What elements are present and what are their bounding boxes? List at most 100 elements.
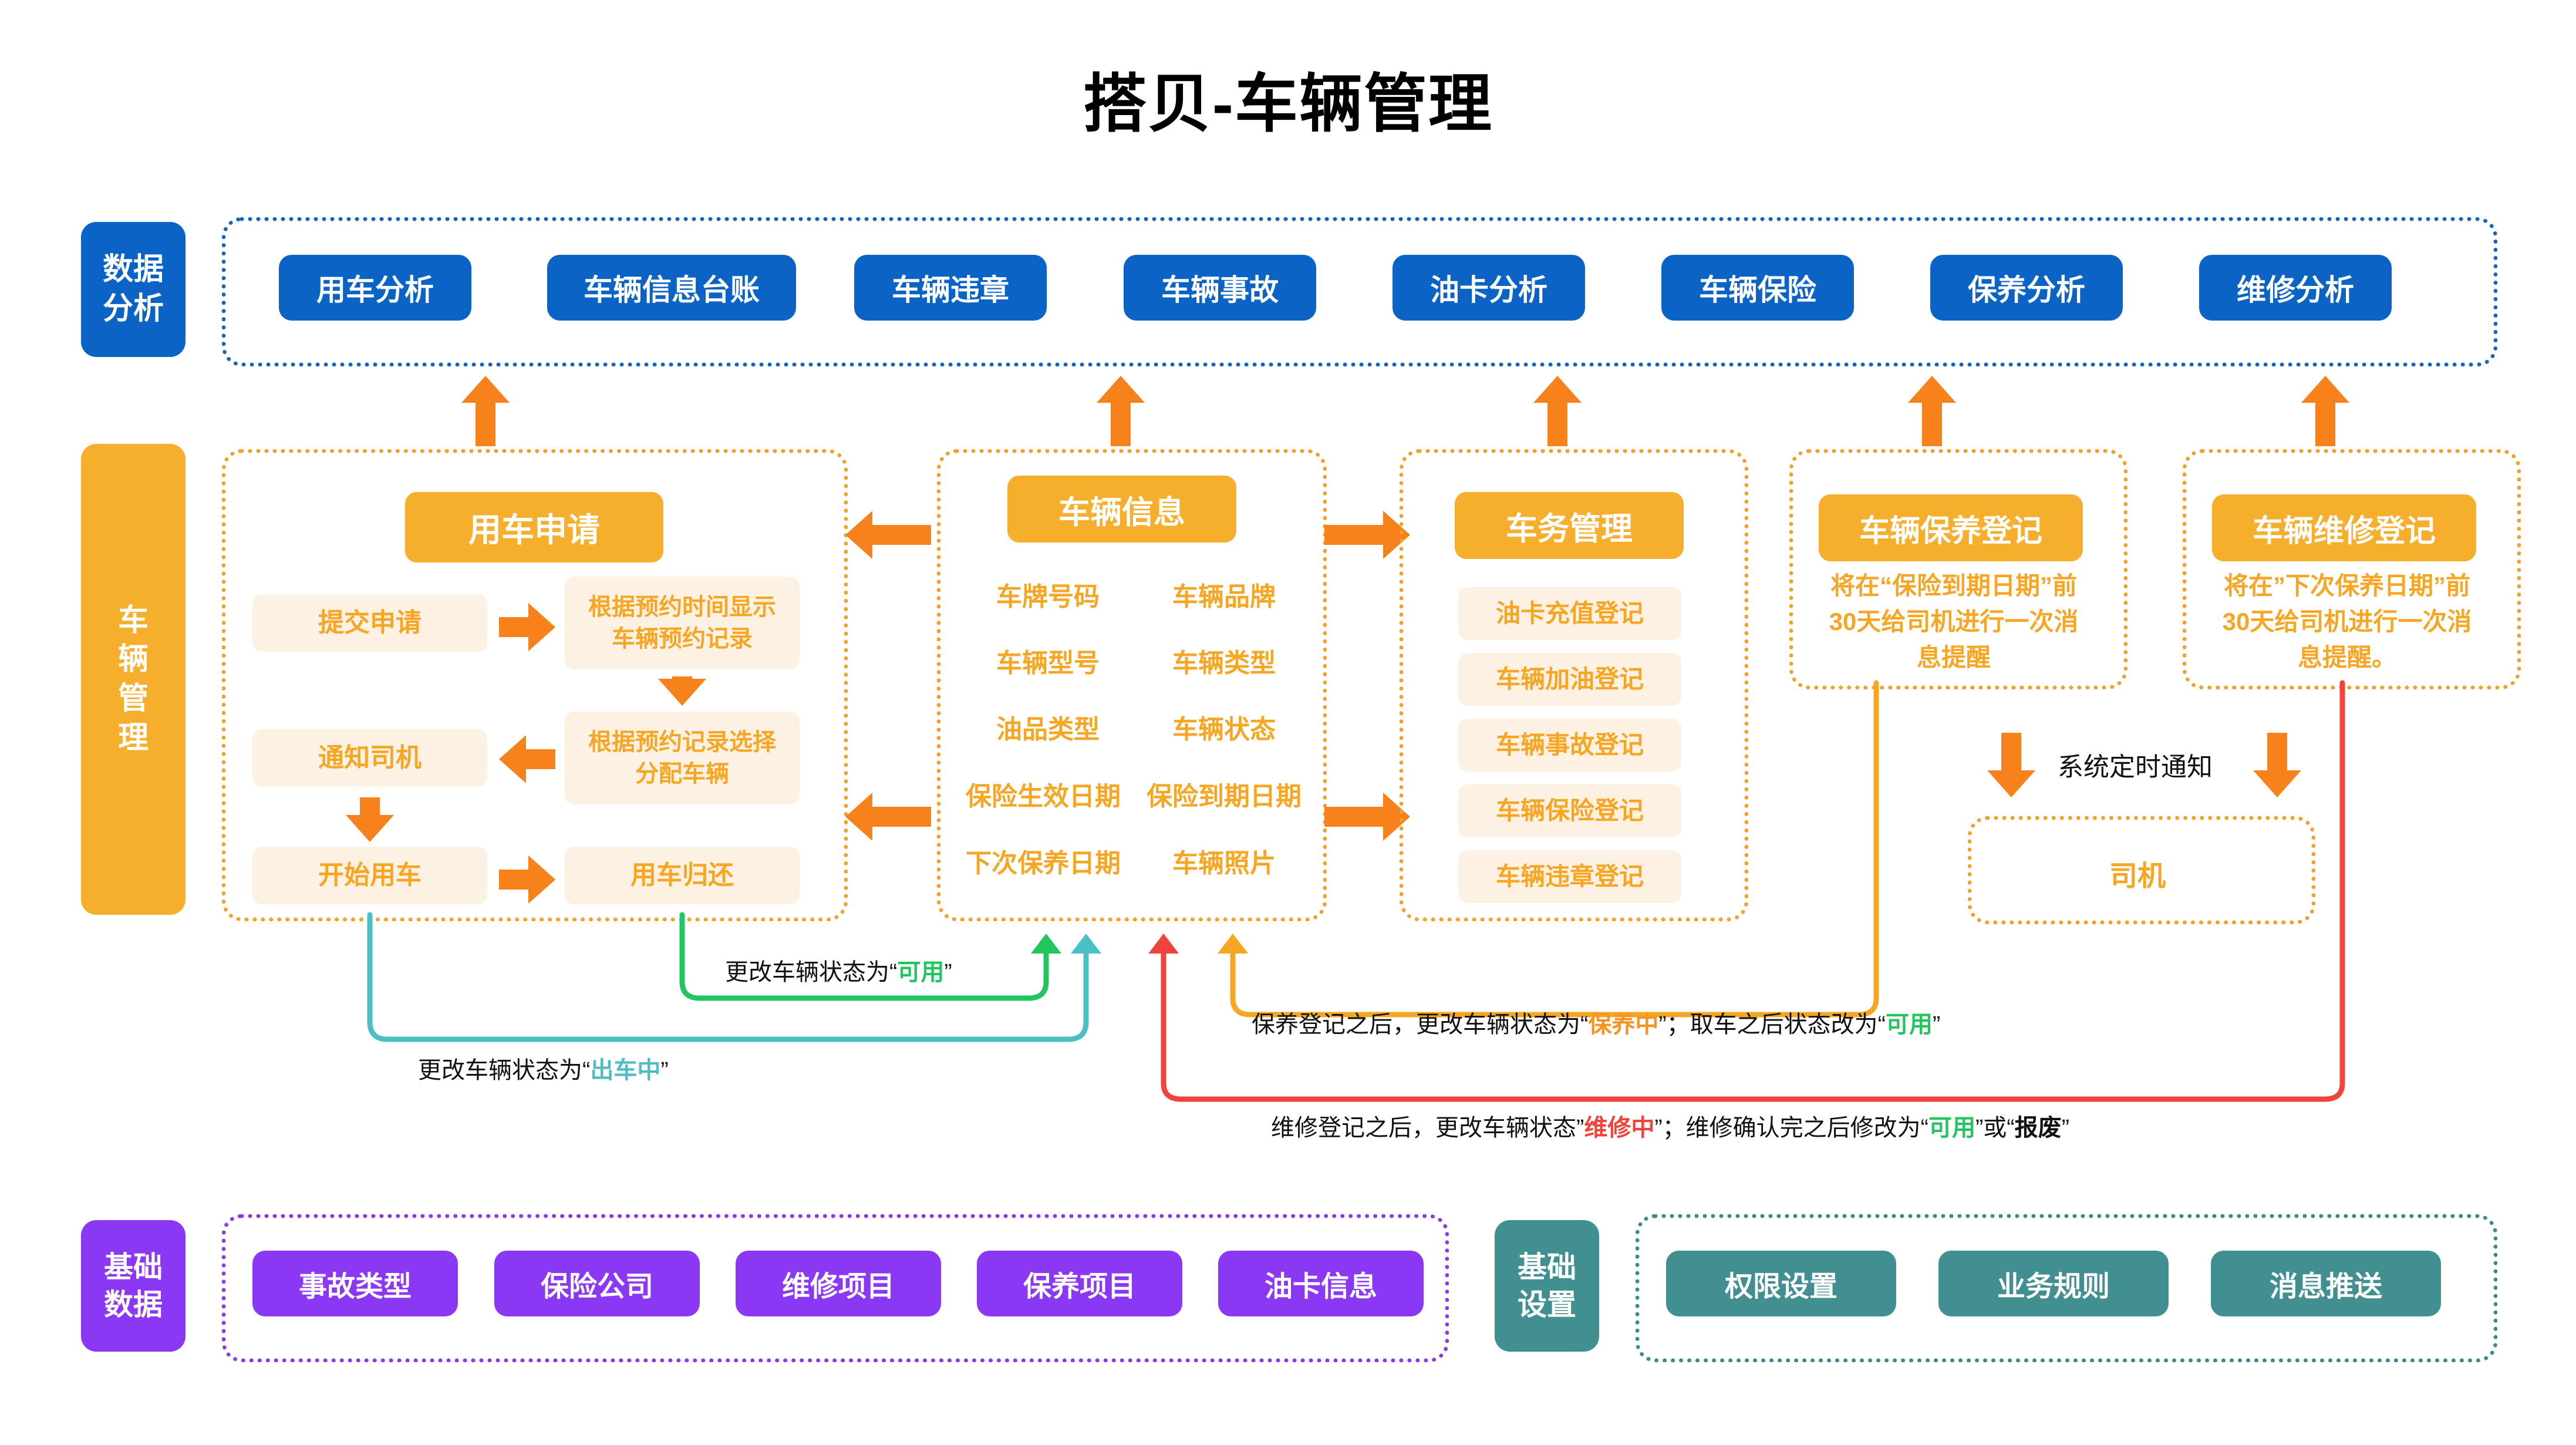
- analysis-item-5[interactable]: 车辆保险: [1661, 255, 1854, 321]
- base-data-item-2[interactable]: 维修项目: [736, 1251, 941, 1316]
- analysis-item-6[interactable]: 保养分析: [1930, 255, 2123, 321]
- affairs-item-refuel[interactable]: 车辆加油登记: [1458, 653, 1681, 706]
- base-data-label: 维修项目: [781, 1271, 895, 1302]
- annotation-value: 出车中: [590, 1057, 661, 1083]
- affairs-item-insurance[interactable]: 车辆保险登记: [1458, 784, 1681, 837]
- arrow-down-notify-right: [2253, 733, 2301, 797]
- item-label: 车辆保险登记: [1495, 796, 1644, 824]
- vehicle-field-ins-start: 保险生效日期: [952, 775, 1134, 813]
- affairs-item-accident[interactable]: 车辆事故登记: [1458, 719, 1681, 772]
- item-label: 车辆加油登记: [1495, 665, 1644, 693]
- base-data-item-1[interactable]: 保险公司: [494, 1251, 700, 1316]
- vehicle-field-brand: 车辆品牌: [1139, 575, 1309, 613]
- step-label: 用车归还: [630, 861, 734, 890]
- vehicle-field-fuel: 油品类型: [963, 708, 1133, 746]
- panel-repair-title: 车辆维修登记: [2212, 494, 2476, 561]
- base-setting-item-2[interactable]: 消息推送: [2211, 1251, 2441, 1316]
- base-data-item-3[interactable]: 保养项目: [977, 1251, 1182, 1316]
- base-setting-item-1[interactable]: 业务规则: [1938, 1251, 2169, 1316]
- apply-step-assign-vehicle[interactable]: 根据预约记录选择 分配车辆: [565, 712, 800, 804]
- annotation-p3: ”: [1932, 1012, 1941, 1038]
- vehicle-field-type: 车辆类型: [1139, 642, 1309, 679]
- base-data-label: 油卡信息: [1264, 1271, 1377, 1302]
- arrow-right-info-to-affairs-top: [1324, 511, 1410, 559]
- panel-title-text: 车辆信息: [1058, 494, 1185, 530]
- apply-step-submit[interactable]: 提交申请: [252, 594, 487, 652]
- affairs-item-fuelcard-topup[interactable]: 油卡充值登记: [1458, 587, 1681, 640]
- step-label: 开始用车: [318, 861, 422, 890]
- annotation-suffix: ”: [660, 1057, 669, 1083]
- field-label: 保险生效日期: [966, 782, 1121, 811]
- arrow-down-notify-to-start: [346, 797, 394, 842]
- annotation-p2: ”；维修确认完之后修改为“: [1654, 1115, 1928, 1141]
- note-text: 将在”下次保养日期”前30天给司机进行一次消息提醒。: [2222, 572, 2472, 671]
- group-chip-analysis: 数据 分析: [81, 222, 186, 357]
- field-label: 车辆状态: [1172, 715, 1276, 744]
- panel-affairs-title: 车务管理: [1455, 492, 1684, 559]
- note-text: 将在“保险到期日期”前30天给司机进行一次消息提醒: [1829, 572, 2079, 671]
- analysis-item-label: 用车分析: [316, 274, 434, 306]
- base-data-label: 事故类型: [298, 1271, 412, 1302]
- arrow-up-repair: [2301, 376, 2349, 446]
- annotation-p1: 维修登记之后，更改车辆状态”: [1271, 1115, 1584, 1141]
- field-label: 保险到期日期: [1147, 782, 1302, 811]
- annotation-value: 可用: [897, 959, 945, 985]
- vehicle-field-ins-end: 保险到期日期: [1133, 775, 1315, 813]
- field-label: 油品类型: [996, 715, 1100, 744]
- panel-vehicle-info-title: 车辆信息: [1007, 476, 1236, 543]
- group-chip-base-setting: 基础 设置: [1495, 1220, 1599, 1352]
- arrow-up-affairs: [1533, 376, 1582, 446]
- annotation-v1: 保养中: [1588, 1012, 1659, 1038]
- analysis-item-label: 车辆保险: [1699, 274, 1816, 306]
- base-data-label: 保养项目: [1023, 1271, 1136, 1302]
- panel-repair-note: 将在”下次保养日期”前30天给司机进行一次消息提醒。: [2212, 568, 2482, 676]
- analysis-item-label: 油卡分析: [1430, 274, 1547, 306]
- page-title: 搭贝-车辆管理: [1083, 68, 1493, 139]
- arrow-up-apply: [461, 376, 510, 446]
- vehicle-field-photo: 车辆照片: [1133, 842, 1315, 880]
- field-label: 下次保养日期: [966, 849, 1121, 878]
- analysis-item-label: 保养分析: [1968, 274, 2085, 306]
- arrow-right-start-to-return: [499, 855, 555, 904]
- arrow-left-assign-to-notify: [499, 735, 555, 783]
- annotation-repair: 维修登记之后，更改车辆状态”维修中”；维修确认完之后修改为“可用”或“报废”: [1271, 1109, 2069, 1143]
- analysis-item-1[interactable]: 车辆信息台账: [547, 255, 796, 321]
- base-data-item-0[interactable]: 事故类型: [252, 1251, 458, 1316]
- analysis-item-3[interactable]: 车辆事故: [1124, 255, 1316, 321]
- apply-step-show-records[interactable]: 根据预约时间显示 车辆预约记录: [565, 577, 800, 669]
- panel-repair-container: [2183, 449, 2521, 689]
- affairs-item-violation[interactable]: 车辆违章登记: [1458, 850, 1681, 903]
- vehicle-field-status: 车辆状态: [1139, 708, 1309, 746]
- base-setting-item-0[interactable]: 权限设置: [1666, 1251, 1896, 1316]
- apply-step-start-use[interactable]: 开始用车: [252, 847, 487, 904]
- panel-apply-title: 用车申请: [405, 492, 663, 562]
- apply-step-notify-driver[interactable]: 通知司机: [252, 729, 487, 787]
- analysis-item-7[interactable]: 维修分析: [2199, 255, 2392, 321]
- annotation-p2: ”；取车之后状态改为“: [1658, 1012, 1886, 1038]
- step-label: 根据预约时间显示 车辆预约记录: [588, 594, 776, 652]
- item-label: 车辆事故登记: [1495, 730, 1644, 759]
- base-data-item-4[interactable]: 油卡信息: [1218, 1251, 1424, 1316]
- step-label: 通知司机: [318, 743, 422, 773]
- analysis-item-4[interactable]: 油卡分析: [1392, 255, 1585, 321]
- apply-step-return[interactable]: 用车归还: [565, 847, 800, 904]
- arrow-right-info-to-affairs-bottom: [1324, 793, 1410, 841]
- analysis-item-2[interactable]: 车辆违章: [854, 255, 1047, 321]
- arrow-down-records-to-assign: [658, 676, 706, 706]
- annotation-maintain: 保养登记之后，更改车辆状态为“保养中”；取车之后状态改为“可用”: [1252, 1005, 1940, 1039]
- step-label: 提交申请: [318, 608, 422, 638]
- analysis-item-0[interactable]: 用车分析: [279, 255, 471, 321]
- arrow-up-maintain: [1908, 376, 1956, 446]
- annotation-suffix: ”: [944, 959, 952, 985]
- vehicle-field-next-maintain: 下次保养日期: [952, 842, 1134, 880]
- panel-maintain-note: 将在“保险到期日期”前30天给司机进行一次消息提醒: [1819, 568, 2089, 676]
- analysis-item-label: 车辆事故: [1161, 274, 1279, 306]
- panel-title-text: 车辆保养登记: [1859, 514, 2042, 548]
- annotation-v3: 报废: [2014, 1115, 2062, 1141]
- base-setting-label: 权限设置: [1724, 1271, 1837, 1302]
- annotation-on-trip: 更改车辆状态为“出车中”: [418, 1051, 669, 1085]
- driver-label: 司机: [1968, 853, 2307, 894]
- field-label: 车辆照片: [1172, 849, 1276, 878]
- field-label: 车辆类型: [1172, 649, 1276, 678]
- analysis-item-label: 车辆信息台账: [584, 274, 760, 306]
